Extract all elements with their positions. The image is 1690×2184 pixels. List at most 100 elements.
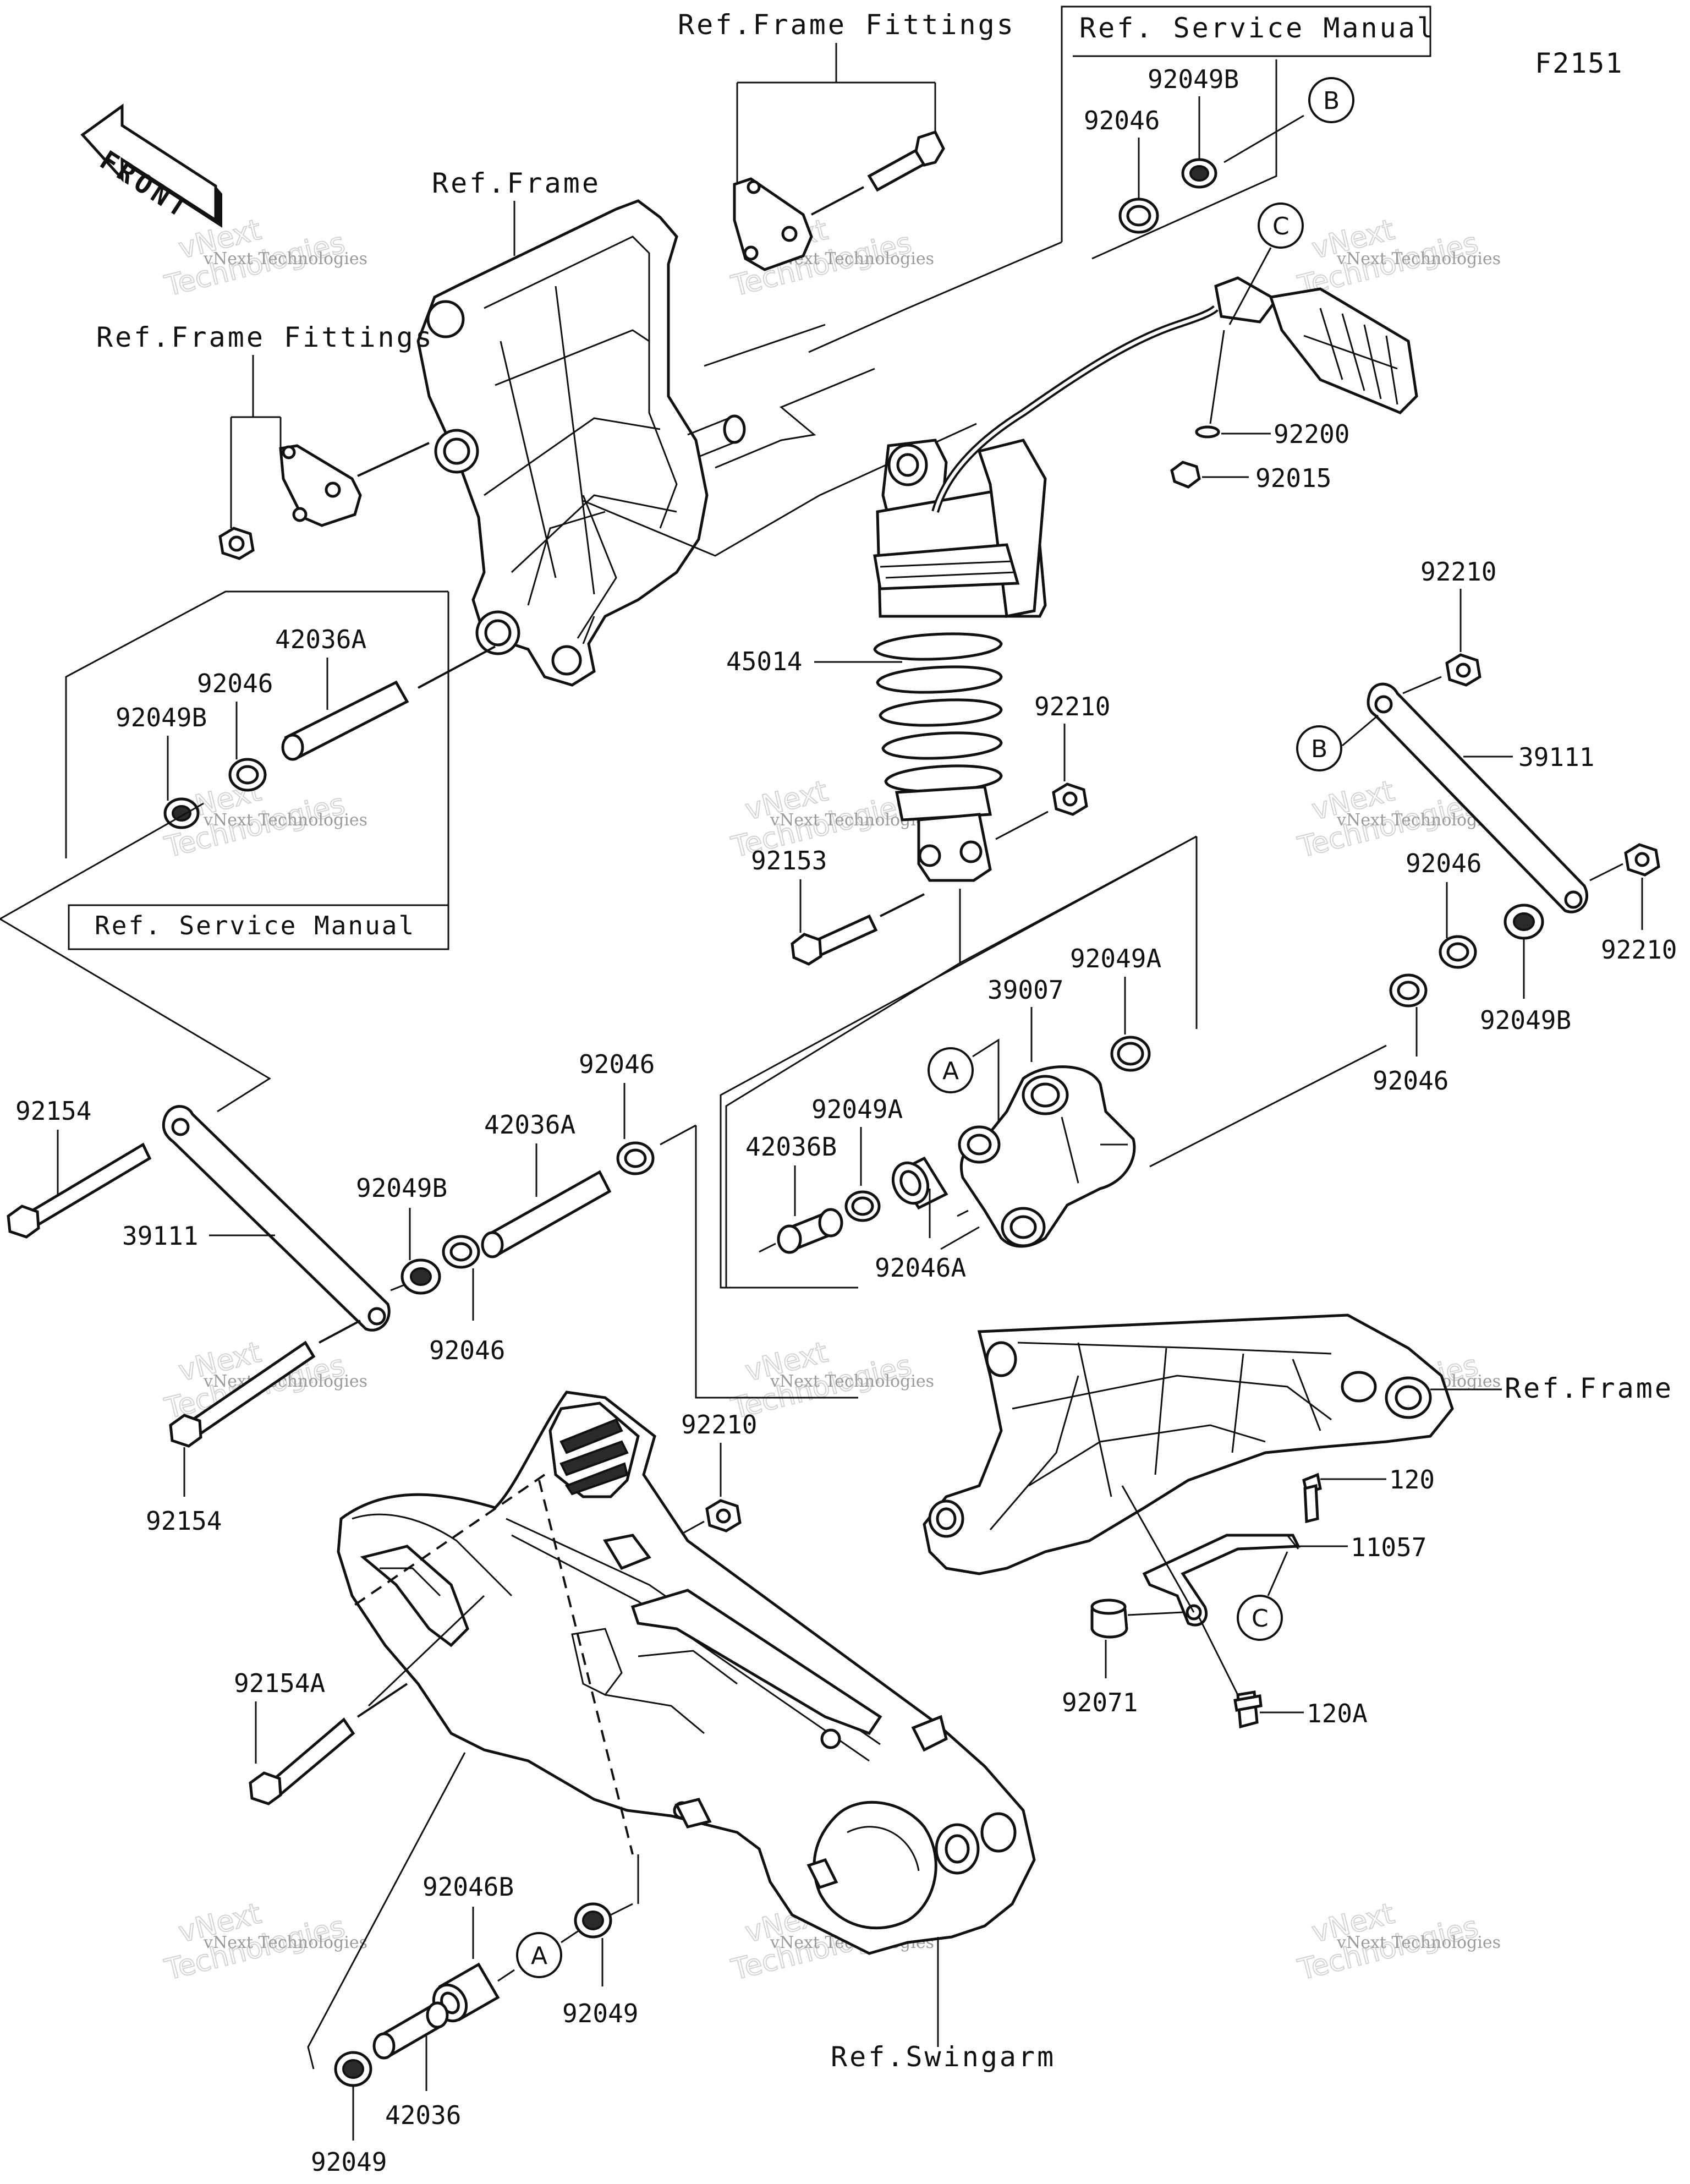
callout-c-bottom xyxy=(1237,1595,1283,1641)
part-92071: 92071 xyxy=(1062,1688,1138,1717)
tie-rod-39111-left xyxy=(162,1105,391,1332)
part-39111-right: 39111 xyxy=(1518,742,1594,772)
part-92046-left: 92046 xyxy=(197,669,273,698)
part-92049B-top: 92049B xyxy=(1148,64,1239,94)
callout-a-bottom xyxy=(516,1932,562,1978)
part-120A: 120A xyxy=(1307,1699,1368,1728)
ref-frame-right: Ref.Frame xyxy=(1505,1372,1673,1404)
part-92049B-right: 92049B xyxy=(1480,1005,1571,1035)
part-92046-center: 92046 xyxy=(579,1049,655,1079)
svg-text:A: A xyxy=(942,1057,959,1085)
part-92154-bottom: 92154 xyxy=(146,1506,222,1536)
svg-text:A: A xyxy=(531,1942,547,1970)
seal-92049B-top xyxy=(1181,158,1217,189)
bolt-120 xyxy=(1302,1473,1322,1524)
seal-92049A-upper xyxy=(1110,1036,1151,1072)
seal-92049-right xyxy=(574,1902,612,1939)
svg-text:C: C xyxy=(1252,1605,1269,1633)
bearing-92046-right xyxy=(1439,935,1477,969)
part-92046-top: 92046 xyxy=(1084,106,1160,135)
nut-92210-right-top xyxy=(1445,653,1482,687)
bearing-92046-top xyxy=(1118,198,1159,234)
part-92015: 92015 xyxy=(1255,463,1331,493)
part-92153: 92153 xyxy=(751,846,827,875)
collar-42036A-center xyxy=(481,1170,612,1258)
collar-42036A-upper xyxy=(281,680,409,761)
frame-fitting-bolt-top xyxy=(867,130,945,192)
seal-92049-bottom xyxy=(334,2051,372,2087)
part-42036: 42036 xyxy=(385,2100,461,2130)
bolt-92154A xyxy=(249,1717,355,1805)
shock-reservoir xyxy=(1214,276,1418,414)
ref-swingarm: Ref.Swingarm xyxy=(831,2041,1056,2073)
rear-shock-absorber xyxy=(873,305,1219,882)
part-92046-right: 92046 xyxy=(1406,849,1482,878)
frame-fitting-bracket-left xyxy=(279,444,362,527)
callout-b-right xyxy=(1296,725,1342,771)
callout-a-rocker xyxy=(928,1047,974,1093)
part-92049B-center: 92049B xyxy=(356,1173,447,1203)
bolt-92153 xyxy=(791,914,878,966)
part-42036B: 42036B xyxy=(745,1132,837,1162)
part-11057: 11057 xyxy=(1351,1532,1426,1562)
bearing-92046-center xyxy=(616,1141,655,1175)
svg-text:vNext Technologies: vNext Technologies xyxy=(203,811,367,830)
part-39007: 39007 xyxy=(987,975,1063,1005)
nut-92210-right xyxy=(1624,843,1660,877)
svg-text:B: B xyxy=(1323,87,1340,115)
nut-92210-low xyxy=(705,1499,742,1532)
nut-left-fitting xyxy=(218,527,255,560)
svg-text:vNext Technologies: vNext Technologies xyxy=(1336,1933,1501,1952)
part-42036A-upper: 42036A xyxy=(275,625,366,654)
part-92154A: 92154A xyxy=(234,1668,325,1698)
ref-frame-fittings-top: Ref.Frame Fittings xyxy=(678,9,1016,41)
seal-92049A-center xyxy=(844,1190,881,1222)
ref-service-manual-left: Ref. Service Manual xyxy=(95,911,415,940)
part-92210-right: 92210 xyxy=(1601,935,1677,965)
clip-92200 xyxy=(1195,425,1220,439)
frame-bracket-upper xyxy=(416,199,746,687)
svg-text:B: B xyxy=(1311,735,1327,763)
part-92046A: 92046A xyxy=(875,1253,966,1283)
bolt-92154-bottom xyxy=(169,1340,316,1448)
callout-c-top xyxy=(1258,202,1304,249)
service-manual-top-box xyxy=(1061,6,1431,242)
front-arrow-icon: FRONT xyxy=(80,103,222,228)
callout-b-top xyxy=(1308,77,1354,123)
part-92046-center-low: 92046 xyxy=(429,1335,505,1365)
part-92046B: 92046B xyxy=(422,1872,514,1902)
part-92210-mid: 92210 xyxy=(1034,692,1110,721)
part-45014: 45014 xyxy=(726,647,802,676)
part-92049-right: 92049 xyxy=(562,1999,638,2028)
part-92200: 92200 xyxy=(1274,419,1349,449)
bolt-92154-left xyxy=(7,1142,152,1239)
part-92049B-left: 92049B xyxy=(116,703,207,732)
collar-42036B xyxy=(777,1208,843,1254)
nut-92015 xyxy=(1170,461,1201,489)
seal-92049B-right xyxy=(1504,904,1544,940)
part-92049-bottom: 92049 xyxy=(311,2147,387,2177)
part-92210-right-top: 92210 xyxy=(1420,557,1496,587)
nut-92210-mid xyxy=(1052,782,1088,816)
part-92210-low: 92210 xyxy=(681,1410,757,1439)
part-92046-right-low: 92046 xyxy=(1373,1066,1448,1096)
service-manual-left-box xyxy=(68,592,449,950)
part-92049A-upper: 92049A xyxy=(1070,944,1161,973)
swingarm xyxy=(337,1391,1036,1955)
bearing-92046-right-low xyxy=(1389,973,1428,1008)
svg-text:vNext Technologies: vNext Technologies xyxy=(770,1372,934,1391)
bearing-92046A xyxy=(891,1156,948,1210)
part-92049A-center: 92049A xyxy=(811,1094,903,1124)
bearing-92046-left xyxy=(228,758,267,792)
tie-rod-39111-right xyxy=(1367,682,1589,913)
frame-lower-right xyxy=(923,1313,1454,1575)
ref-frame-upper: Ref.Frame xyxy=(432,167,601,199)
seal-92049B-center xyxy=(400,1258,441,1295)
bearing-92046B xyxy=(432,1962,500,2023)
ref-frame-fittings-left: Ref.Frame Fittings xyxy=(96,321,434,353)
collar-42036 xyxy=(372,2001,449,2060)
part-120: 120 xyxy=(1389,1465,1435,1495)
frame-fitting-bracket-top xyxy=(733,177,813,271)
bolt-120A xyxy=(1233,1690,1263,1729)
